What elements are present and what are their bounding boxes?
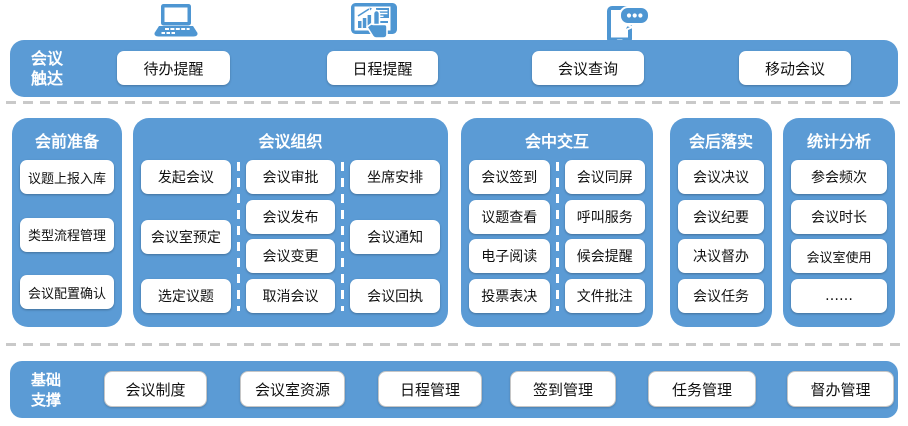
dashed-divider bbox=[341, 162, 345, 311]
waiting-reminder-button[interactable]: 候会提醒 bbox=[564, 239, 645, 274]
meeting-approval-button[interactable]: 会议审批 bbox=[245, 160, 336, 194]
meeting-query-button[interactable]: 会议查询 bbox=[532, 51, 644, 85]
e-reading-button[interactable]: 电子阅读 bbox=[469, 239, 550, 274]
topic-view-button[interactable]: 议题查看 bbox=[469, 199, 550, 234]
topic-submission-button[interactable]: 议题上报入库 bbox=[20, 160, 114, 194]
call-service-button[interactable]: 呼叫服务 bbox=[564, 199, 645, 234]
initiate-meeting-button[interactable]: 发起会议 bbox=[141, 160, 231, 194]
resolution-supervision-button[interactable]: 决议督办 bbox=[678, 239, 764, 274]
tablet-chart-touch-icon bbox=[350, 2, 400, 52]
dashed-separator-top bbox=[6, 101, 902, 104]
meeting-resolution-button[interactable]: 会议决议 bbox=[678, 160, 764, 194]
panel-organization-title: 会议组织 bbox=[258, 132, 323, 151]
meeting-tasks-button[interactable]: 会议任务 bbox=[678, 278, 764, 313]
task-mgmt-button[interactable]: 任务管理 bbox=[648, 371, 756, 407]
meeting-reach-bar: 会议 触达 待办提醒 日程提醒 会议查询 移动会议 bbox=[10, 40, 898, 97]
panel-in-meeting: 会中交互 会议签到 议题查看 电子阅读 投票表决 会议同屏 呼叫服务 候会提醒 … bbox=[461, 118, 653, 327]
type-workflow-mgmt-button[interactable]: 类型流程管理 bbox=[20, 217, 114, 252]
meeting-checkin-button[interactable]: 会议签到 bbox=[469, 160, 550, 194]
phone-chat-icon bbox=[602, 4, 654, 50]
schedule-reminder-button[interactable]: 日程提醒 bbox=[327, 51, 438, 85]
dashed-divider bbox=[555, 162, 559, 311]
dashed-separator-bottom bbox=[6, 343, 902, 346]
panel-organization: 会议组织 发起会议 会议室预定 选定议题 会议审批 会议发布 会议变更 取消会议… bbox=[133, 118, 448, 327]
laptop-icon bbox=[152, 4, 200, 42]
file-annotation-button[interactable]: 文件批注 bbox=[564, 278, 645, 313]
select-topics-button[interactable]: 选定议题 bbox=[141, 279, 231, 313]
room-reservation-button[interactable]: 会议室预定 bbox=[141, 219, 231, 254]
supervision-mgmt-button[interactable]: 督办管理 bbox=[787, 371, 894, 407]
meeting-change-button[interactable]: 会议变更 bbox=[245, 239, 336, 274]
meeting-duration-button[interactable]: 会议时长 bbox=[791, 199, 887, 234]
meeting-minutes-button[interactable]: 会议纪要 bbox=[678, 199, 764, 234]
meeting-rules-button[interactable]: 会议制度 bbox=[104, 371, 207, 407]
foundation-support-bar: 基础 支撑 会议制度 会议室资源 日程管理 签到管理 任务管理 督办管理 bbox=[10, 361, 898, 418]
meeting-publish-button[interactable]: 会议发布 bbox=[245, 199, 336, 234]
more-ellipsis-button[interactable]: …… bbox=[791, 278, 887, 313]
dashed-divider bbox=[236, 162, 240, 311]
panel-pre-meeting: 会前准备 议题上报入库 类型流程管理 会议配置确认 bbox=[12, 118, 122, 327]
meeting-cancel-button[interactable]: 取消会议 bbox=[245, 278, 336, 313]
room-usage-button[interactable]: 会议室使用 bbox=[791, 239, 887, 274]
mobile-meeting-button[interactable]: 移动会议 bbox=[739, 51, 851, 85]
checkin-mgmt-button[interactable]: 签到管理 bbox=[510, 371, 616, 407]
attendance-frequency-button[interactable]: 参会频次 bbox=[791, 160, 887, 194]
panel-pre-meeting-title: 会前准备 bbox=[34, 132, 99, 151]
foundation-support-label: 基础 支撑 bbox=[31, 370, 62, 409]
meeting-notice-button[interactable]: 会议通知 bbox=[350, 219, 441, 254]
meeting-config-confirm-button[interactable]: 会议配置确认 bbox=[20, 275, 114, 309]
panel-statistics: 统计分析 参会频次 会议时长 会议室使用 …… bbox=[783, 118, 895, 327]
schedule-mgmt-button[interactable]: 日程管理 bbox=[378, 371, 482, 407]
seat-arrangement-button[interactable]: 坐席安排 bbox=[350, 160, 441, 194]
room-resources-button[interactable]: 会议室资源 bbox=[240, 371, 345, 407]
meeting-reach-label: 会议 触达 bbox=[31, 48, 64, 88]
meeting-receipt-button[interactable]: 会议回执 bbox=[350, 279, 441, 313]
todo-reminder-button[interactable]: 待办提醒 bbox=[117, 51, 230, 85]
panel-statistics-title: 统计分析 bbox=[806, 132, 871, 151]
panel-in-meeting-title: 会中交互 bbox=[524, 132, 589, 151]
screen-sharing-button[interactable]: 会议同屏 bbox=[564, 160, 645, 194]
voting-button[interactable]: 投票表决 bbox=[469, 278, 550, 313]
panel-post-meeting-title: 会后落实 bbox=[688, 132, 753, 151]
panel-post-meeting: 会后落实 会议决议 会议纪要 决议督办 会议任务 bbox=[670, 118, 772, 327]
